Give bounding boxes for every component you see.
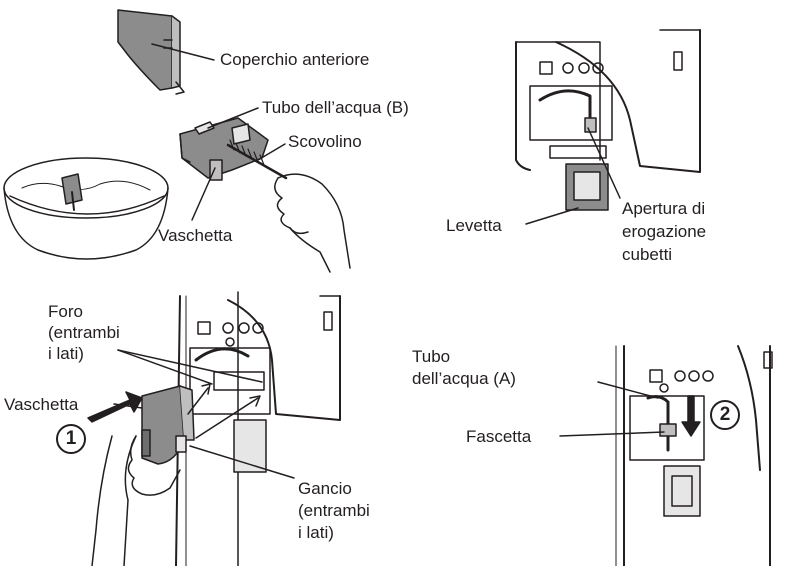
label-hook-line2: (entrambi [298, 501, 370, 520]
leader-outlet [587, 127, 621, 199]
leader-front-cover [151, 43, 215, 61]
leader-hole-2 [117, 349, 263, 383]
dispenser-illustration-p2 [515, 29, 701, 173]
label-tray-p1: Vaschetta [158, 226, 233, 245]
label-outlet-line1: Apertura di [622, 199, 706, 218]
label-clamp: Fascetta [466, 427, 532, 446]
label-brush: Scovolino [288, 132, 362, 151]
label-water-tube-b: Tubo dell’acqua (B) [262, 98, 409, 117]
label-lever: Levetta [446, 216, 502, 235]
label-hook-line1: Gancio [298, 479, 352, 498]
label-tray-p3: Vaschetta [4, 395, 79, 414]
step-number-1: 1 [56, 424, 86, 454]
label-front-cover: Coperchio anteriore [220, 50, 370, 69]
lever-illustration [565, 163, 609, 211]
tray-in-bowl-illustration [61, 173, 83, 211]
insert-guide-arrowhead-2 [249, 395, 261, 407]
insert-guide-arrowhead-1 [201, 383, 211, 395]
down-arrow-icon [681, 395, 701, 437]
dispenser-illustration-p3 [175, 291, 341, 567]
label-hole-line3: i lati) [48, 344, 84, 363]
leader-hole-1 [117, 349, 213, 385]
leader-tray-p1 [191, 167, 216, 221]
leader-clamp [559, 431, 665, 437]
water-tube-b-illustration [179, 117, 269, 181]
leader-water-tube-b [207, 107, 259, 129]
label-hole-line2: (entrambi [48, 323, 120, 342]
label-outlet-line2: erogazione [622, 222, 707, 241]
label-water-tube-a-line2: dell’acqua (A) [412, 369, 516, 388]
label-hook-line3: i lati) [298, 523, 334, 542]
leader-brush [257, 143, 286, 161]
insert-guide-arrow-1 [187, 387, 209, 415]
label-water-tube-a-line1: Tubo [412, 347, 451, 366]
hand-with-brush-illustration [274, 173, 351, 273]
dispenser-illustration-p4 [615, 345, 773, 567]
brush-illustration [226, 139, 288, 180]
leader-hook [189, 445, 295, 479]
label-outlet-line3: cubetti [622, 245, 673, 264]
leader-lever [525, 207, 579, 225]
insert-guide-arrow-2 [195, 397, 259, 439]
front-cover-illustration [117, 9, 185, 95]
tray-illustration-p3 [141, 385, 195, 465]
label-hole-line1: Foro [48, 302, 83, 321]
bowl-illustration [3, 157, 169, 260]
leader-tray-p3 [113, 403, 143, 409]
step-number-2: 2 [710, 400, 740, 430]
leader-water-tube-a [597, 381, 659, 399]
insert-arrow-icon [87, 391, 143, 423]
hand-holding-tray-illustration [91, 435, 181, 567]
